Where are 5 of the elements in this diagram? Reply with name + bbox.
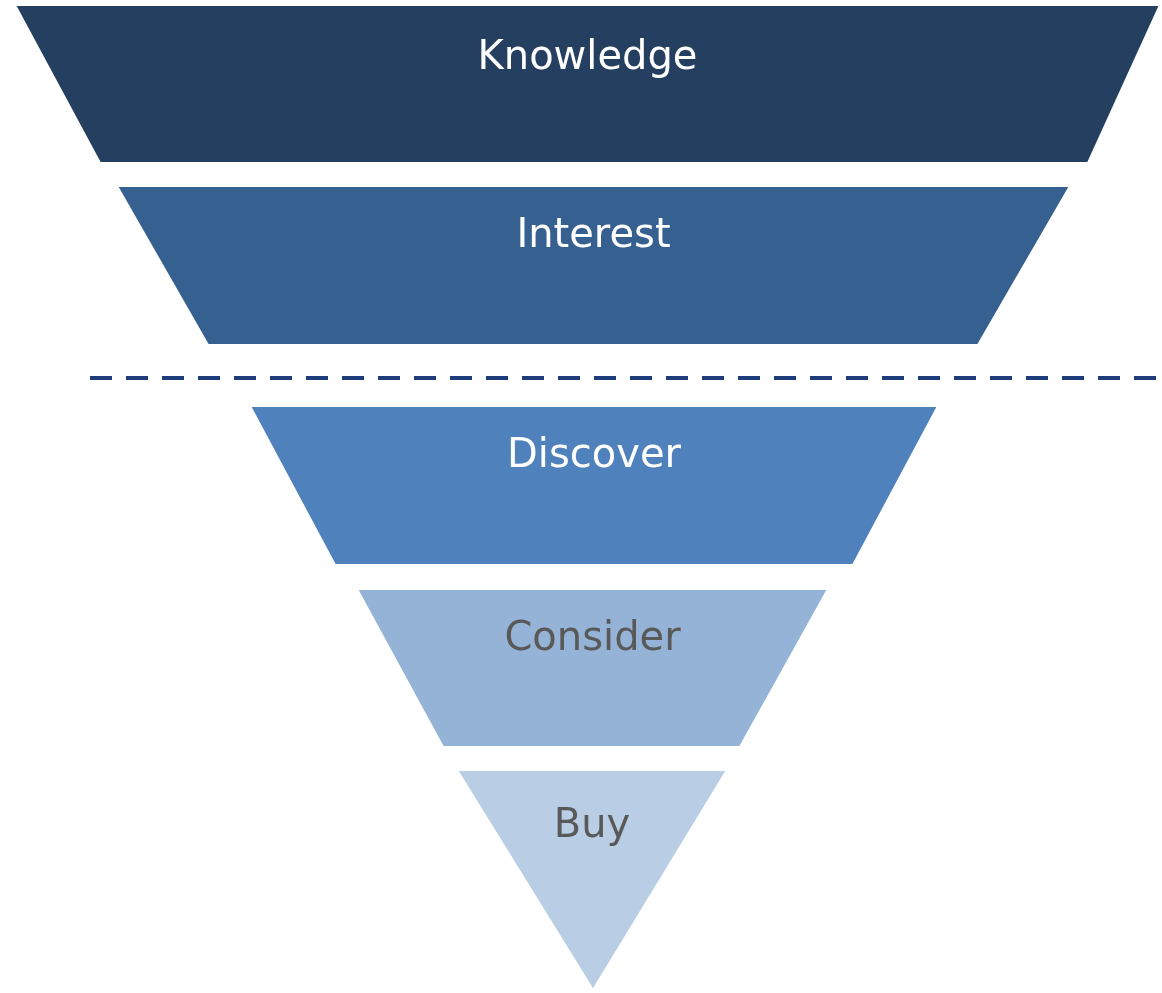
- stage-label: Consider: [504, 613, 681, 659]
- stage-label: Buy: [553, 800, 631, 846]
- stage-label: Discover: [507, 430, 681, 476]
- stage-label: Knowledge: [477, 32, 698, 78]
- stage-label: Interest: [516, 210, 671, 256]
